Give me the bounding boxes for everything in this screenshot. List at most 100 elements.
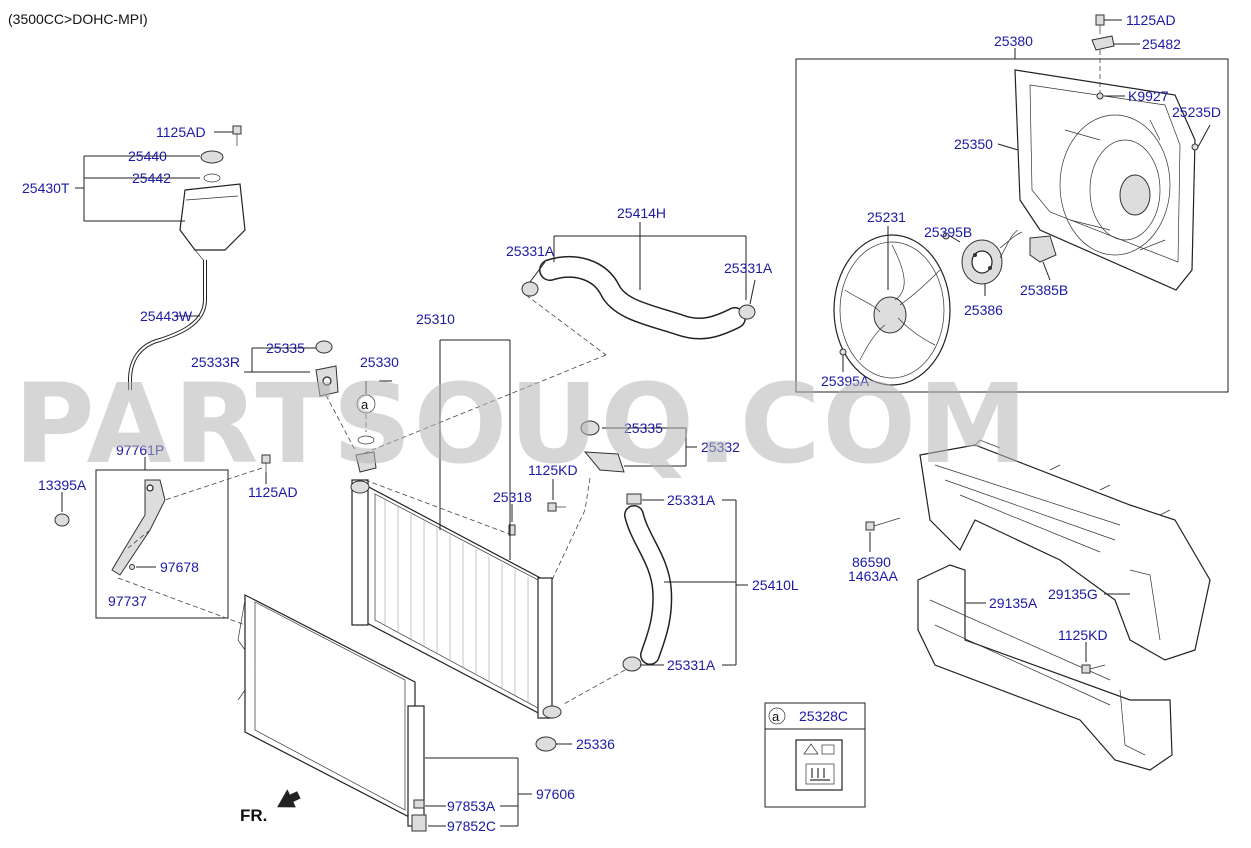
upper-hose[interactable] xyxy=(539,255,746,340)
mount-bracket-25332[interactable] xyxy=(583,451,625,473)
label-25235D[interactable]: 25235D xyxy=(1172,104,1221,120)
label-25231[interactable]: 25231 xyxy=(867,209,906,225)
nut-13395A[interactable] xyxy=(54,513,70,527)
label-K9927[interactable]: K9927 xyxy=(1128,88,1169,104)
label-97761P[interactable]: 97761P xyxy=(116,442,164,458)
front-label: FR. xyxy=(240,806,267,825)
label-25410L[interactable]: 25410L xyxy=(752,577,799,593)
filter-cap-97853A[interactable] xyxy=(413,799,425,809)
label-25482[interactable]: 25482 xyxy=(1142,36,1181,52)
callout-a-marker: a xyxy=(356,394,376,414)
label-25386[interactable]: 25386 xyxy=(964,302,1003,318)
radiator-cap[interactable] xyxy=(355,451,377,473)
hose-clamp-lower-bottom[interactable] xyxy=(622,656,642,672)
label-97606[interactable]: 97606 xyxy=(536,786,575,802)
bracket-group-box xyxy=(95,469,229,619)
bolt-1125AD-mid[interactable] xyxy=(261,454,271,472)
engine-spec-title: (3500CC>DOHC-MPI) xyxy=(8,11,148,27)
label-25395B[interactable]: 25395B xyxy=(924,224,972,240)
label-86590[interactable]: 86590 xyxy=(852,554,891,570)
label-25331A-3[interactable]: 25331A xyxy=(667,492,716,508)
drain-plug-25336[interactable] xyxy=(535,736,557,752)
label-1125AD-res[interactable]: 1125AD xyxy=(156,124,206,140)
upper-hose-group: 25414H 25331A 25331A xyxy=(359,205,773,456)
fan-blade[interactable] xyxy=(833,234,951,386)
reservoir-tank[interactable] xyxy=(179,183,246,263)
bolt-25395A[interactable] xyxy=(839,348,847,356)
label-1125AD-mid[interactable]: 1125AD xyxy=(248,484,298,500)
legend-part-number[interactable]: 25328C xyxy=(799,708,848,724)
fan-shroud-group: 1125AD 25482 25380 K9927 25235D 25350 25… xyxy=(795,12,1229,393)
label-25336[interactable]: 25336 xyxy=(576,736,615,752)
label-25395A[interactable]: 25395A xyxy=(821,373,870,389)
label-25414H[interactable]: 25414H xyxy=(617,205,666,221)
label-25350[interactable]: 25350 xyxy=(954,136,993,152)
callout-legend: a 25328C xyxy=(764,702,866,808)
label-1463AA[interactable]: 1463AA xyxy=(848,568,898,584)
watermark: PARTSOUQ.COM xyxy=(14,360,1030,488)
fan-group-box xyxy=(795,58,1229,393)
hose-clamp-lower-top[interactable] xyxy=(626,493,642,505)
insulator-25335-left[interactable] xyxy=(315,340,333,354)
condenser-group: 97606 97853A 97852C xyxy=(237,594,575,834)
fan-shroud-assembly[interactable] xyxy=(1014,69,1196,291)
caution-label-icon xyxy=(795,739,843,791)
nut-K9927[interactable] xyxy=(1096,92,1104,100)
label-29135A[interactable]: 29135A xyxy=(989,595,1038,611)
label-97737[interactable]: 97737 xyxy=(108,593,147,609)
bolt-1125AD-top[interactable] xyxy=(1095,14,1105,34)
pin-97678[interactable] xyxy=(129,564,135,570)
label-1125AD-top[interactable]: 1125AD xyxy=(1126,12,1176,28)
label-25310[interactable]: 25310 xyxy=(416,311,455,327)
mount-bracket-25333R[interactable] xyxy=(315,365,339,397)
bolt-25235D[interactable] xyxy=(1191,143,1199,151)
label-25385B[interactable]: 25385B xyxy=(1020,282,1068,298)
bolt-1125KD-guard[interactable] xyxy=(1081,664,1106,674)
reservoir-cap[interactable] xyxy=(200,150,224,164)
label-25335-2[interactable]: 25335 xyxy=(624,420,663,436)
reservoir-bolt[interactable] xyxy=(232,125,242,146)
fan-connector[interactable] xyxy=(999,229,1057,263)
bolt-1125KD-radiator[interactable] xyxy=(547,502,566,512)
fan-motor[interactable] xyxy=(961,231,1023,285)
label-25440[interactable]: 25440 xyxy=(128,148,167,164)
label-97678[interactable]: 97678 xyxy=(160,559,199,575)
label-25331A-1[interactable]: 25331A xyxy=(506,243,555,259)
radiator[interactable] xyxy=(350,479,562,719)
label-25443W[interactable]: 25443W xyxy=(140,308,193,324)
label-25332[interactable]: 25332 xyxy=(701,439,740,455)
bolt-25395B[interactable] xyxy=(942,232,950,240)
label-13395A[interactable]: 13395A xyxy=(38,477,87,493)
hose-clamp-upper-left[interactable] xyxy=(521,281,539,297)
air-guard-upper[interactable] xyxy=(919,439,1211,661)
radiator-group: a 25310 xyxy=(191,311,740,752)
label-25442[interactable]: 25442 xyxy=(132,170,171,186)
air-guard-lower[interactable] xyxy=(917,564,1173,771)
label-25331A-4[interactable]: 25331A xyxy=(667,657,716,673)
label-97853A[interactable]: 97853A xyxy=(447,798,496,814)
label-25330[interactable]: 25330 xyxy=(360,354,399,370)
label-29135G[interactable]: 29135G xyxy=(1048,586,1098,602)
label-25333R[interactable]: 25333R xyxy=(191,354,240,370)
overflow-hose[interactable] xyxy=(128,260,207,390)
air-guard-group: 86590 1463AA 29135A 29135G 1125KD xyxy=(848,439,1211,771)
label-25318[interactable]: 25318 xyxy=(493,489,532,505)
legend-circle-label: a xyxy=(772,709,780,724)
label-25331A-2[interactable]: 25331A xyxy=(724,260,773,276)
label-97852C[interactable]: 97852C xyxy=(447,818,496,834)
condenser-bracket[interactable] xyxy=(111,479,166,576)
label-25335-1[interactable]: 25335 xyxy=(266,340,305,356)
drain-plug-seal[interactable] xyxy=(357,435,375,445)
label-1125KD-2[interactable]: 1125KD xyxy=(1058,627,1108,643)
label-25380[interactable]: 25380 xyxy=(994,33,1033,49)
label-25430T[interactable]: 25430T xyxy=(22,180,70,196)
reservoir-seal[interactable] xyxy=(203,173,221,183)
hose-clamp-upper-right[interactable] xyxy=(738,304,756,320)
insulator-25335-right[interactable] xyxy=(580,420,600,436)
filter-97852C[interactable] xyxy=(411,814,427,832)
label-1125KD-1[interactable]: 1125KD xyxy=(528,462,578,478)
reservoir-group: 1125AD 25440 25442 25430T 25443W xyxy=(22,124,246,390)
clip-25482[interactable] xyxy=(1091,35,1115,51)
bolt-86590[interactable] xyxy=(865,517,901,531)
lower-hose[interactable] xyxy=(624,505,673,665)
